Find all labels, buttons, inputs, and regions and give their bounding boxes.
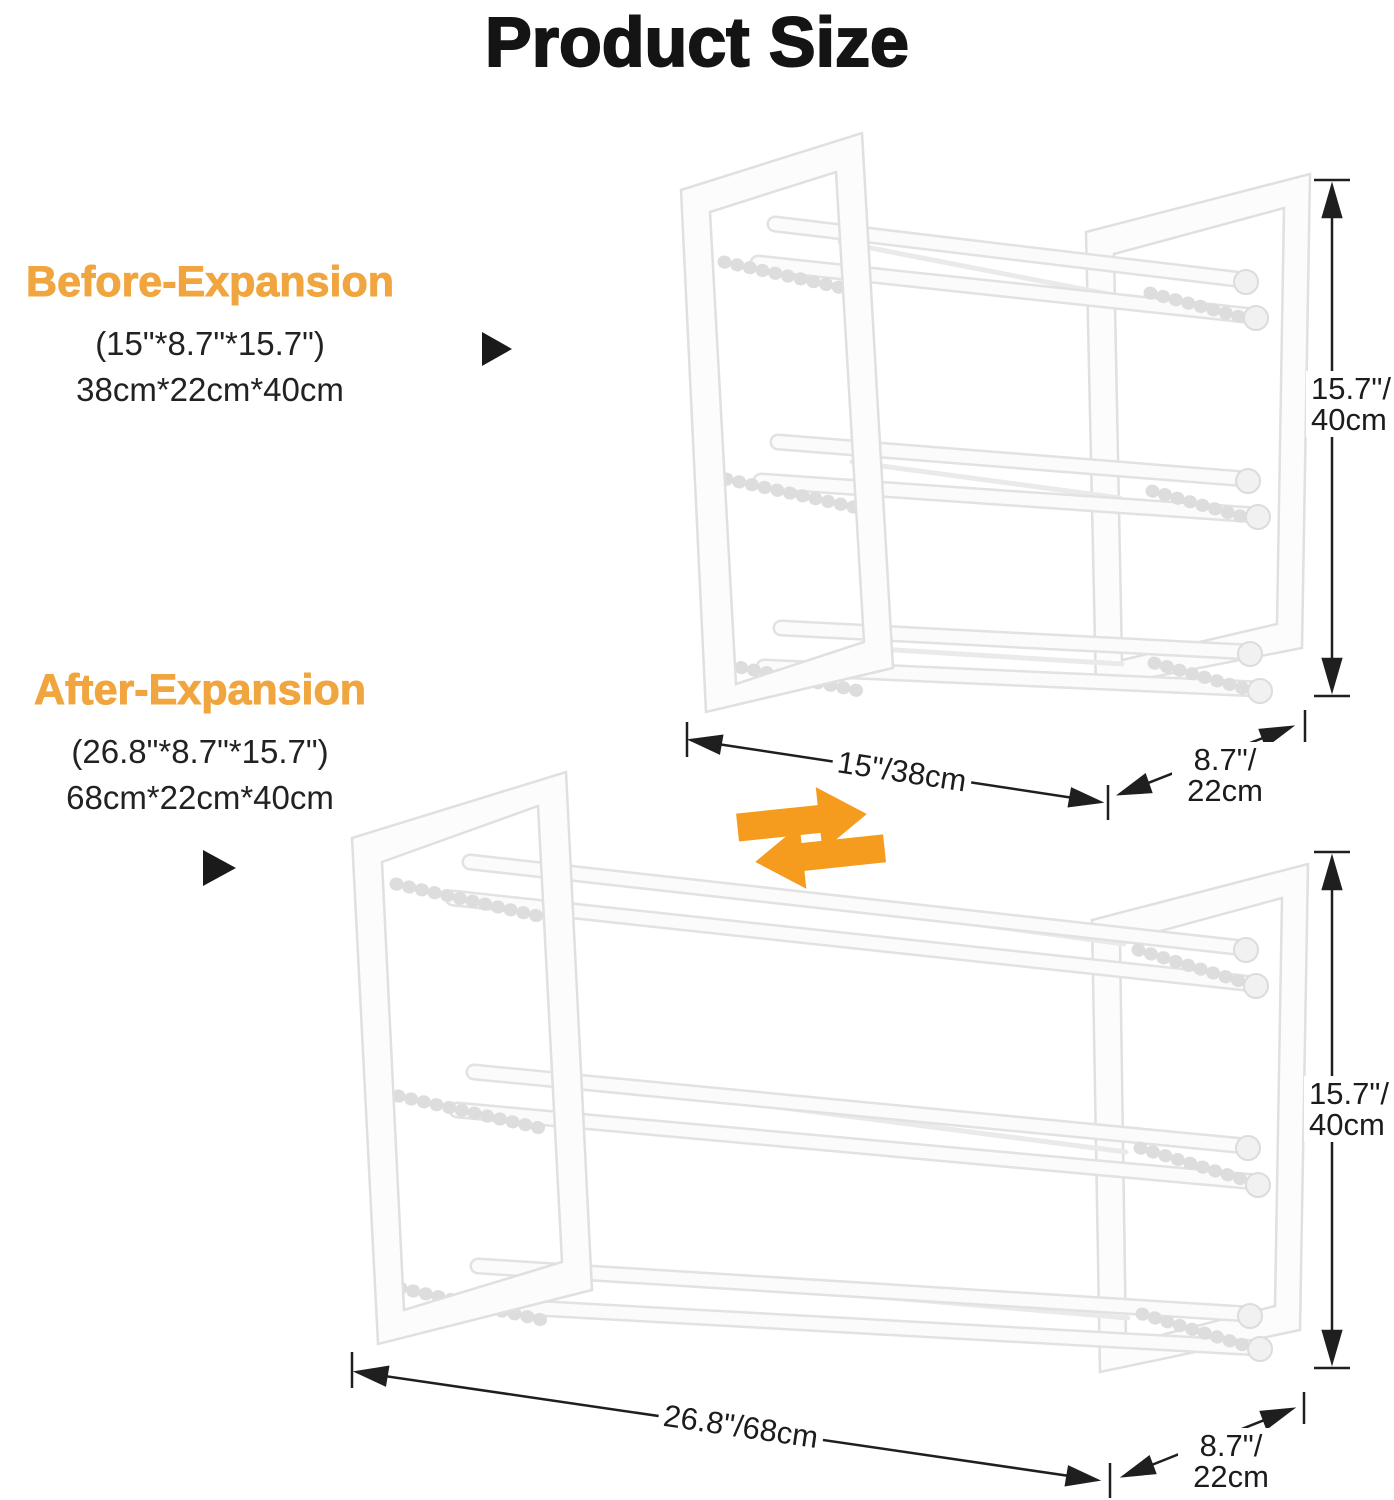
before-height-label: 15.7"/ 40cm <box>1306 371 1394 437</box>
after-height-label: 15.7"/ 40cm <box>1304 1076 1394 1142</box>
before-pointer-icon <box>482 332 512 366</box>
after-expansion-heading: After-Expansion <box>33 666 367 715</box>
before-expansion-block: Before-Expansion (15"*8.7"*15.7") 38cm*2… <box>0 258 420 409</box>
swap-arrows-icon <box>736 787 886 889</box>
after-pointer-icon <box>203 850 236 886</box>
page-title: Product Size <box>484 2 910 82</box>
dim-after-depth-arrow <box>1119 1392 1306 1478</box>
before-expansion-heading: Before-Expansion <box>26 258 395 307</box>
after-expansion-block: After-Expansion (26.8"*8.7"*15.7") 68cm*… <box>0 666 400 817</box>
before-size-inches: (15"*8.7"*15.7") <box>95 325 325 362</box>
after-depth-label: 8.7"/ 22cm <box>1178 1428 1284 1494</box>
before-size-cm: 38cm*22cm*40cm <box>76 371 344 408</box>
after-size-cm: 68cm*22cm*40cm <box>66 779 334 816</box>
before-rack-illustration <box>679 131 1312 714</box>
after-size-inches: (26.8"*8.7"*15.7") <box>71 733 329 770</box>
before-depth-label: 8.7"/ 22cm <box>1172 742 1278 808</box>
dim-before-height-arrow <box>1314 178 1350 698</box>
after-rack-illustration <box>350 770 1310 1374</box>
